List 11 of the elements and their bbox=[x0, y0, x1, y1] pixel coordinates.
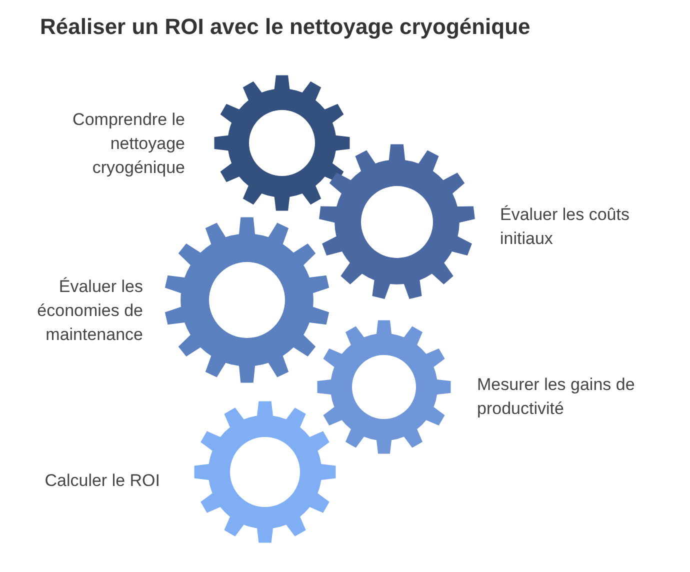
gear-shape bbox=[194, 401, 336, 543]
gear-caption: Calculer le ROI bbox=[44, 470, 160, 492]
title: Réaliser un ROI avec le nettoyage cryogénique bbox=[40, 14, 530, 40]
gear-shape bbox=[317, 320, 451, 454]
gear-caption: Évaluer les coûts initiaux bbox=[500, 204, 630, 250]
gear-caption: Évaluer les économies de maintenance bbox=[36, 276, 143, 346]
gear-shape bbox=[214, 75, 350, 211]
gear-caption: Mesurer les gains de productivité bbox=[477, 374, 636, 420]
gear-shape bbox=[319, 144, 475, 300]
gear-shape bbox=[164, 217, 330, 383]
gear-caption: Comprendre le nettoyage cryogénique bbox=[72, 109, 185, 179]
